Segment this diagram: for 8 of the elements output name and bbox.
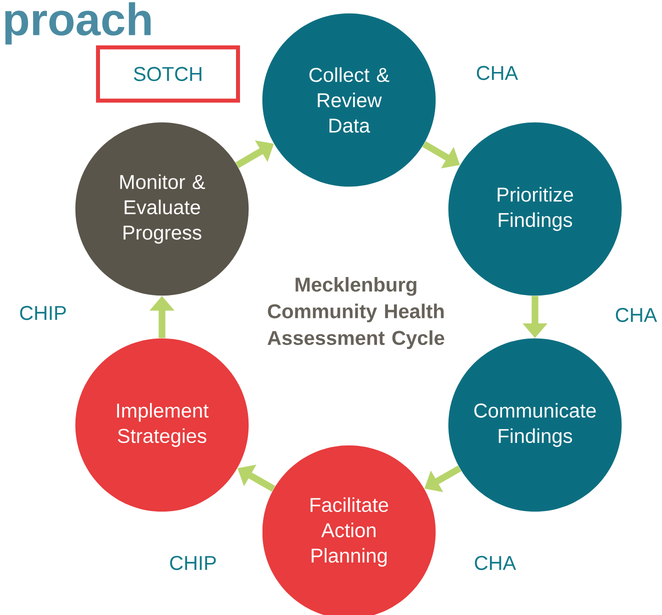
phase-tag: CHA bbox=[474, 556, 516, 570]
phase-tag: CHIP bbox=[170, 556, 216, 570]
heading: proach bbox=[5, 2, 151, 45]
phase-tag: CHA bbox=[476, 66, 518, 80]
phase-tag: CHIP bbox=[20, 306, 66, 320]
phase-tag: CHA bbox=[616, 308, 658, 322]
label-box: SOTCH bbox=[96, 45, 240, 103]
cycle-title: Mecklenburg Community Health Assessment Cycle bbox=[268, 277, 444, 349]
